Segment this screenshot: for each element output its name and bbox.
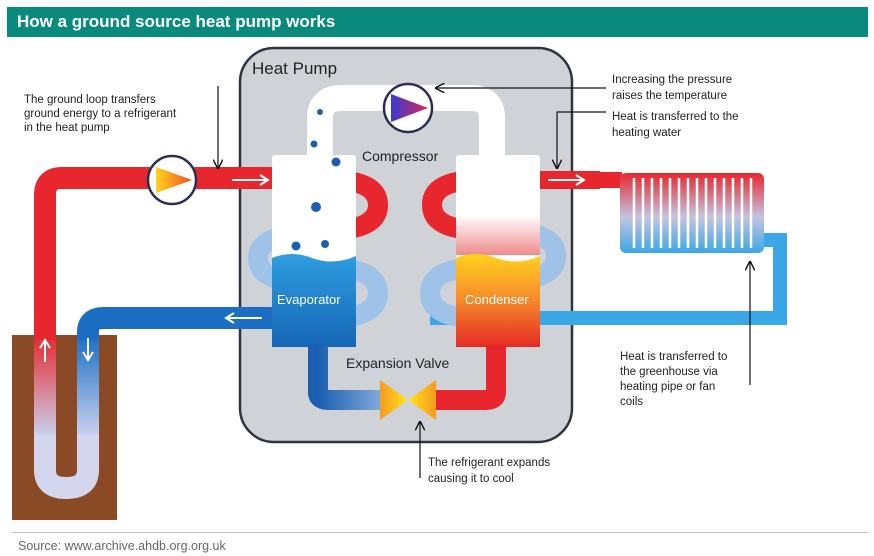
condenser-fluid — [456, 254, 540, 347]
pressure-annotation: Increasing the pressure raises the tempe… — [612, 74, 735, 102]
ground-loop-return-pipe — [77, 307, 330, 340]
ground-loop-pipe — [34, 335, 99, 500]
ground-loop-hot-leg — [34, 335, 56, 435]
bubble — [317, 109, 323, 115]
flow-arrows — [39, 174, 586, 362]
expansion-valve-cold-pipe — [308, 345, 390, 410]
header-bar: How a ground source heat pump works — [7, 7, 868, 37]
heating-water-pointer — [557, 111, 606, 168]
expansion-valve-hot-pipe — [430, 345, 506, 410]
heating-water-annotation: Heat is transferred to the heating water — [612, 111, 742, 139]
pump-icon — [156, 167, 192, 193]
heat-pump-title: Heat Pump — [252, 59, 337, 78]
refrigerant-annotation: The refrigerant expands causing it to co… — [428, 457, 553, 485]
footer-divider — [12, 532, 868, 533]
radiator-inlet — [600, 172, 622, 188]
greenhouse-annotation: Heat is transferred to the greenhouse vi… — [620, 351, 731, 408]
compressor-icon — [391, 94, 428, 122]
bubble — [291, 241, 301, 251]
condenser-coil-cool-left — [419, 258, 479, 328]
bubble — [331, 157, 341, 167]
evaporator-label: Evaporator — [277, 292, 341, 307]
condenser-label: Condenser — [465, 292, 529, 307]
ground-loop-cold-leg — [77, 335, 99, 435]
page-title: How a ground source heat pump works — [17, 12, 336, 31]
source-credit: Source: www.archive.ahdb.org.org.uk — [18, 539, 226, 553]
expansion-valve-label: Expansion Valve — [346, 355, 449, 371]
ground-loop-supply-pipe — [34, 167, 286, 340]
bubble — [310, 140, 318, 148]
expansion-valve-icon-right — [408, 380, 436, 420]
bubble — [321, 240, 329, 248]
radiator — [620, 173, 764, 253]
condenser-hot-zone — [456, 215, 540, 255]
bubble — [311, 202, 321, 212]
radiator-fins — [632, 178, 753, 248]
heating-return-pipe — [430, 233, 787, 325]
condenser-coil-hot — [421, 170, 481, 240]
compressor-label: Compressor — [362, 148, 439, 164]
ground-loop-annotation: The ground loop transfers ground energy … — [24, 94, 179, 134]
expansion-valve-icon — [380, 380, 408, 420]
evaporator-fluid — [272, 254, 356, 347]
